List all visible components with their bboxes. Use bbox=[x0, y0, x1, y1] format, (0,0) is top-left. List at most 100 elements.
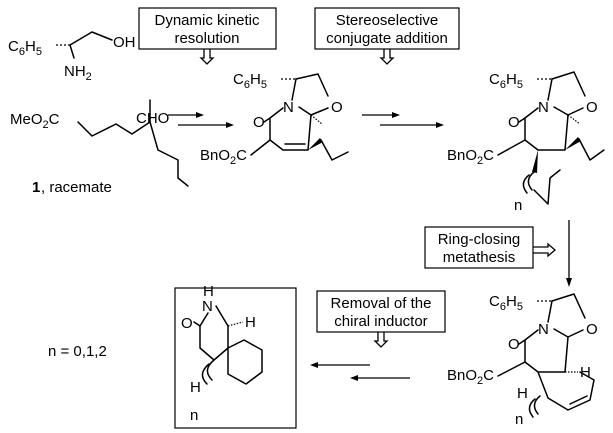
n-variable: n bbox=[515, 411, 523, 428]
ester-label: BnO2C bbox=[200, 147, 247, 167]
step-box-conjugate-addition: Stereoselective conjugate addition bbox=[314, 7, 460, 65]
cyclohexane-ring bbox=[227, 339, 263, 385]
hydroxyl-label: OH bbox=[113, 34, 136, 51]
oxazolidine-bond bbox=[295, 73, 329, 97]
addition-product: C6H5 N O O BnO2C n bbox=[447, 71, 605, 214]
n-c-bond bbox=[298, 106, 312, 116]
h-label: H bbox=[580, 364, 591, 381]
carbonyl-o-label: O bbox=[253, 114, 265, 131]
lactam-ring bbox=[269, 107, 312, 151]
phenyl-label: C6H5 bbox=[489, 71, 523, 91]
alkene-chain bbox=[533, 169, 561, 205]
allyl-chain bbox=[578, 138, 605, 161]
hashed-h bbox=[567, 114, 581, 125]
ring-bond bbox=[547, 300, 553, 323]
chain-bracket bbox=[522, 171, 535, 194]
hashed-h-top bbox=[227, 321, 244, 327]
n-variable: n bbox=[514, 197, 522, 214]
ring-double-bond bbox=[569, 395, 588, 405]
racemate-caption: , racemate bbox=[41, 179, 112, 196]
hollow-arrow bbox=[379, 49, 395, 65]
hollow-arrow bbox=[533, 242, 556, 258]
step-box-ring-closing-metathesis: Ring-closing metathesis bbox=[424, 226, 556, 269]
n-c-bond bbox=[553, 106, 569, 116]
starting-aldehyde: MeO2C CHO 1 , racemate bbox=[10, 99, 189, 196]
bicyclic-lactam: C6H5 N O O BnO2C bbox=[200, 71, 349, 167]
box-line-1: Removal of the bbox=[331, 295, 432, 312]
n-label: N bbox=[538, 99, 549, 116]
nh-h-label: H bbox=[203, 283, 214, 300]
ester-bond bbox=[497, 361, 526, 377]
aldehyde-chain bbox=[77, 121, 151, 137]
ring-bracket bbox=[201, 359, 215, 385]
box-line-1: Ring-closing bbox=[438, 231, 521, 248]
oxazolidine-bond bbox=[551, 71, 586, 97]
box-line-2: chiral inductor bbox=[334, 313, 427, 330]
phenyl-label: C6H5 bbox=[233, 71, 267, 91]
ring-bond-nh bbox=[199, 312, 209, 327]
allyl-chain bbox=[149, 121, 189, 187]
amine-label: NH2 bbox=[64, 63, 92, 83]
n-c-bond bbox=[553, 328, 569, 338]
ester-label: MeO2C bbox=[10, 111, 60, 131]
h-label-bottom: H bbox=[190, 379, 201, 396]
cho-label: CHO bbox=[136, 110, 169, 127]
h-label-2: H bbox=[517, 385, 528, 402]
starting-aminoalcohol: C6H5 OH NH2 bbox=[8, 31, 136, 83]
n-label: N bbox=[538, 321, 549, 338]
n-values-caption: n = 0,1,2 bbox=[48, 343, 107, 360]
carbonyl-bond bbox=[518, 339, 526, 345]
box-line-1: Stereoselective bbox=[336, 12, 439, 29]
reaction-arrow-down bbox=[566, 220, 572, 287]
hashed-h bbox=[310, 114, 323, 125]
reaction-arrow-1 bbox=[168, 112, 234, 128]
carbonyl-bond bbox=[518, 117, 526, 123]
phenyl-label: C6H5 bbox=[8, 38, 42, 58]
h-label-top: H bbox=[245, 314, 256, 331]
carbonyl-o-label: O bbox=[508, 114, 520, 131]
reaction-arrow-2 bbox=[362, 112, 444, 128]
cyclohexene-ring bbox=[537, 371, 595, 411]
ring-bond bbox=[547, 78, 553, 101]
c-o-bond bbox=[310, 107, 329, 116]
n-variable: n bbox=[190, 407, 198, 424]
rcm-product: C6H5 N O O BnO2C H H n bbox=[447, 293, 598, 428]
allyl-wedge bbox=[308, 138, 323, 150]
step-box-removal-of-chiral-inductor: Removal of the chiral inductor bbox=[316, 290, 446, 348]
o-label: O bbox=[586, 321, 598, 338]
piperidone-ring bbox=[524, 107, 569, 151]
c-o-bond bbox=[567, 329, 584, 338]
carbonyl-o-label: O bbox=[181, 315, 193, 332]
box-line-2: resolution bbox=[174, 30, 239, 47]
phenyl-label: C6H5 bbox=[489, 293, 523, 313]
box-line-2: conjugate addition bbox=[326, 30, 448, 47]
carbonyl-bond bbox=[263, 117, 271, 123]
ring-bracket bbox=[528, 395, 541, 418]
nh-n-label: N bbox=[202, 298, 213, 315]
ester-bond bbox=[497, 139, 526, 156]
final-product-box: N H O H H n bbox=[174, 283, 297, 429]
allyl-chain bbox=[320, 139, 349, 161]
chain-wedge bbox=[532, 150, 538, 173]
o-label: O bbox=[331, 99, 343, 116]
ester-bond bbox=[250, 139, 271, 156]
compound-number: 1 bbox=[32, 179, 40, 196]
piperidone-ring bbox=[524, 329, 569, 373]
ester-label: BnO2C bbox=[447, 147, 494, 167]
amine-bond bbox=[69, 44, 75, 59]
carbonyl-o-label: O bbox=[508, 336, 520, 353]
ester-label: BnO2C bbox=[447, 367, 494, 387]
o-label: O bbox=[586, 99, 598, 116]
allyl-wedge bbox=[565, 137, 581, 150]
c-o-bond bbox=[567, 107, 584, 116]
n-label: N bbox=[283, 99, 294, 116]
chain-bond bbox=[69, 31, 113, 46]
ring-bond bbox=[291, 78, 297, 101]
hollow-arrow bbox=[373, 332, 389, 348]
hollow-arrow bbox=[199, 49, 215, 65]
oxazolidine-bond bbox=[551, 293, 586, 319]
box-line-2: metathesis bbox=[443, 249, 516, 266]
step-box-dynamic-kinetic-resolution: Dynamic kinetic resolution bbox=[138, 7, 277, 65]
reaction-arrow-left bbox=[310, 362, 410, 381]
